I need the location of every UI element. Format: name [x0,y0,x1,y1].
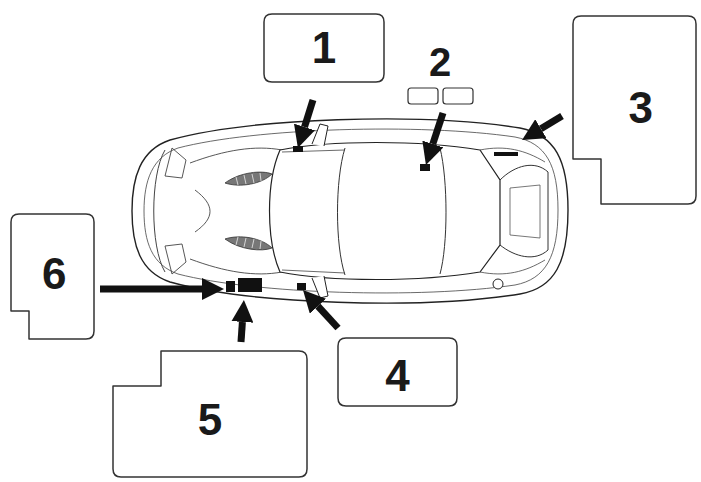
label-box [443,88,473,104]
hood-line [195,190,210,232]
rear-deck [510,185,540,238]
car-body-inner [144,129,558,293]
headlight [165,148,186,178]
callout-box: 1 [263,13,385,83]
callout-box: 6 [10,213,95,340]
location-mark [226,146,518,292]
fuel-cap [493,279,503,289]
label-box [408,88,438,104]
rear-window-line [440,148,446,274]
callout-border [113,351,307,477]
mirror [312,276,328,298]
vent-slats [236,173,261,249]
callout-border [11,214,94,339]
callout-number: 4 [385,354,409,398]
hood-vent [225,172,272,250]
callout-border [338,338,457,406]
callout-border [573,16,696,204]
a-pillar [282,150,345,152]
rear-line [480,260,545,274]
windshield-line [338,148,346,275]
callout-number: 1 [312,26,336,70]
hood-line [190,148,282,163]
rear-line [480,148,545,162]
engine-cover [500,165,548,257]
a-pillar [282,270,345,273]
front-bumper [154,150,165,272]
cabin [270,143,501,280]
callout-number: 5 [198,398,222,442]
callout-box: 4 [337,337,458,407]
leader-arrow [100,100,562,342]
callout-number: 3 [629,86,653,130]
mirror [312,124,328,146]
callout-number: 2 [429,42,451,82]
car-body [132,119,568,303]
callout-box: 5 [112,350,308,478]
hood-line [190,259,282,274]
callout-number: 6 [42,252,66,296]
headlight [165,244,186,274]
callout-border [264,14,384,82]
callout-box: 3 [572,15,697,205]
